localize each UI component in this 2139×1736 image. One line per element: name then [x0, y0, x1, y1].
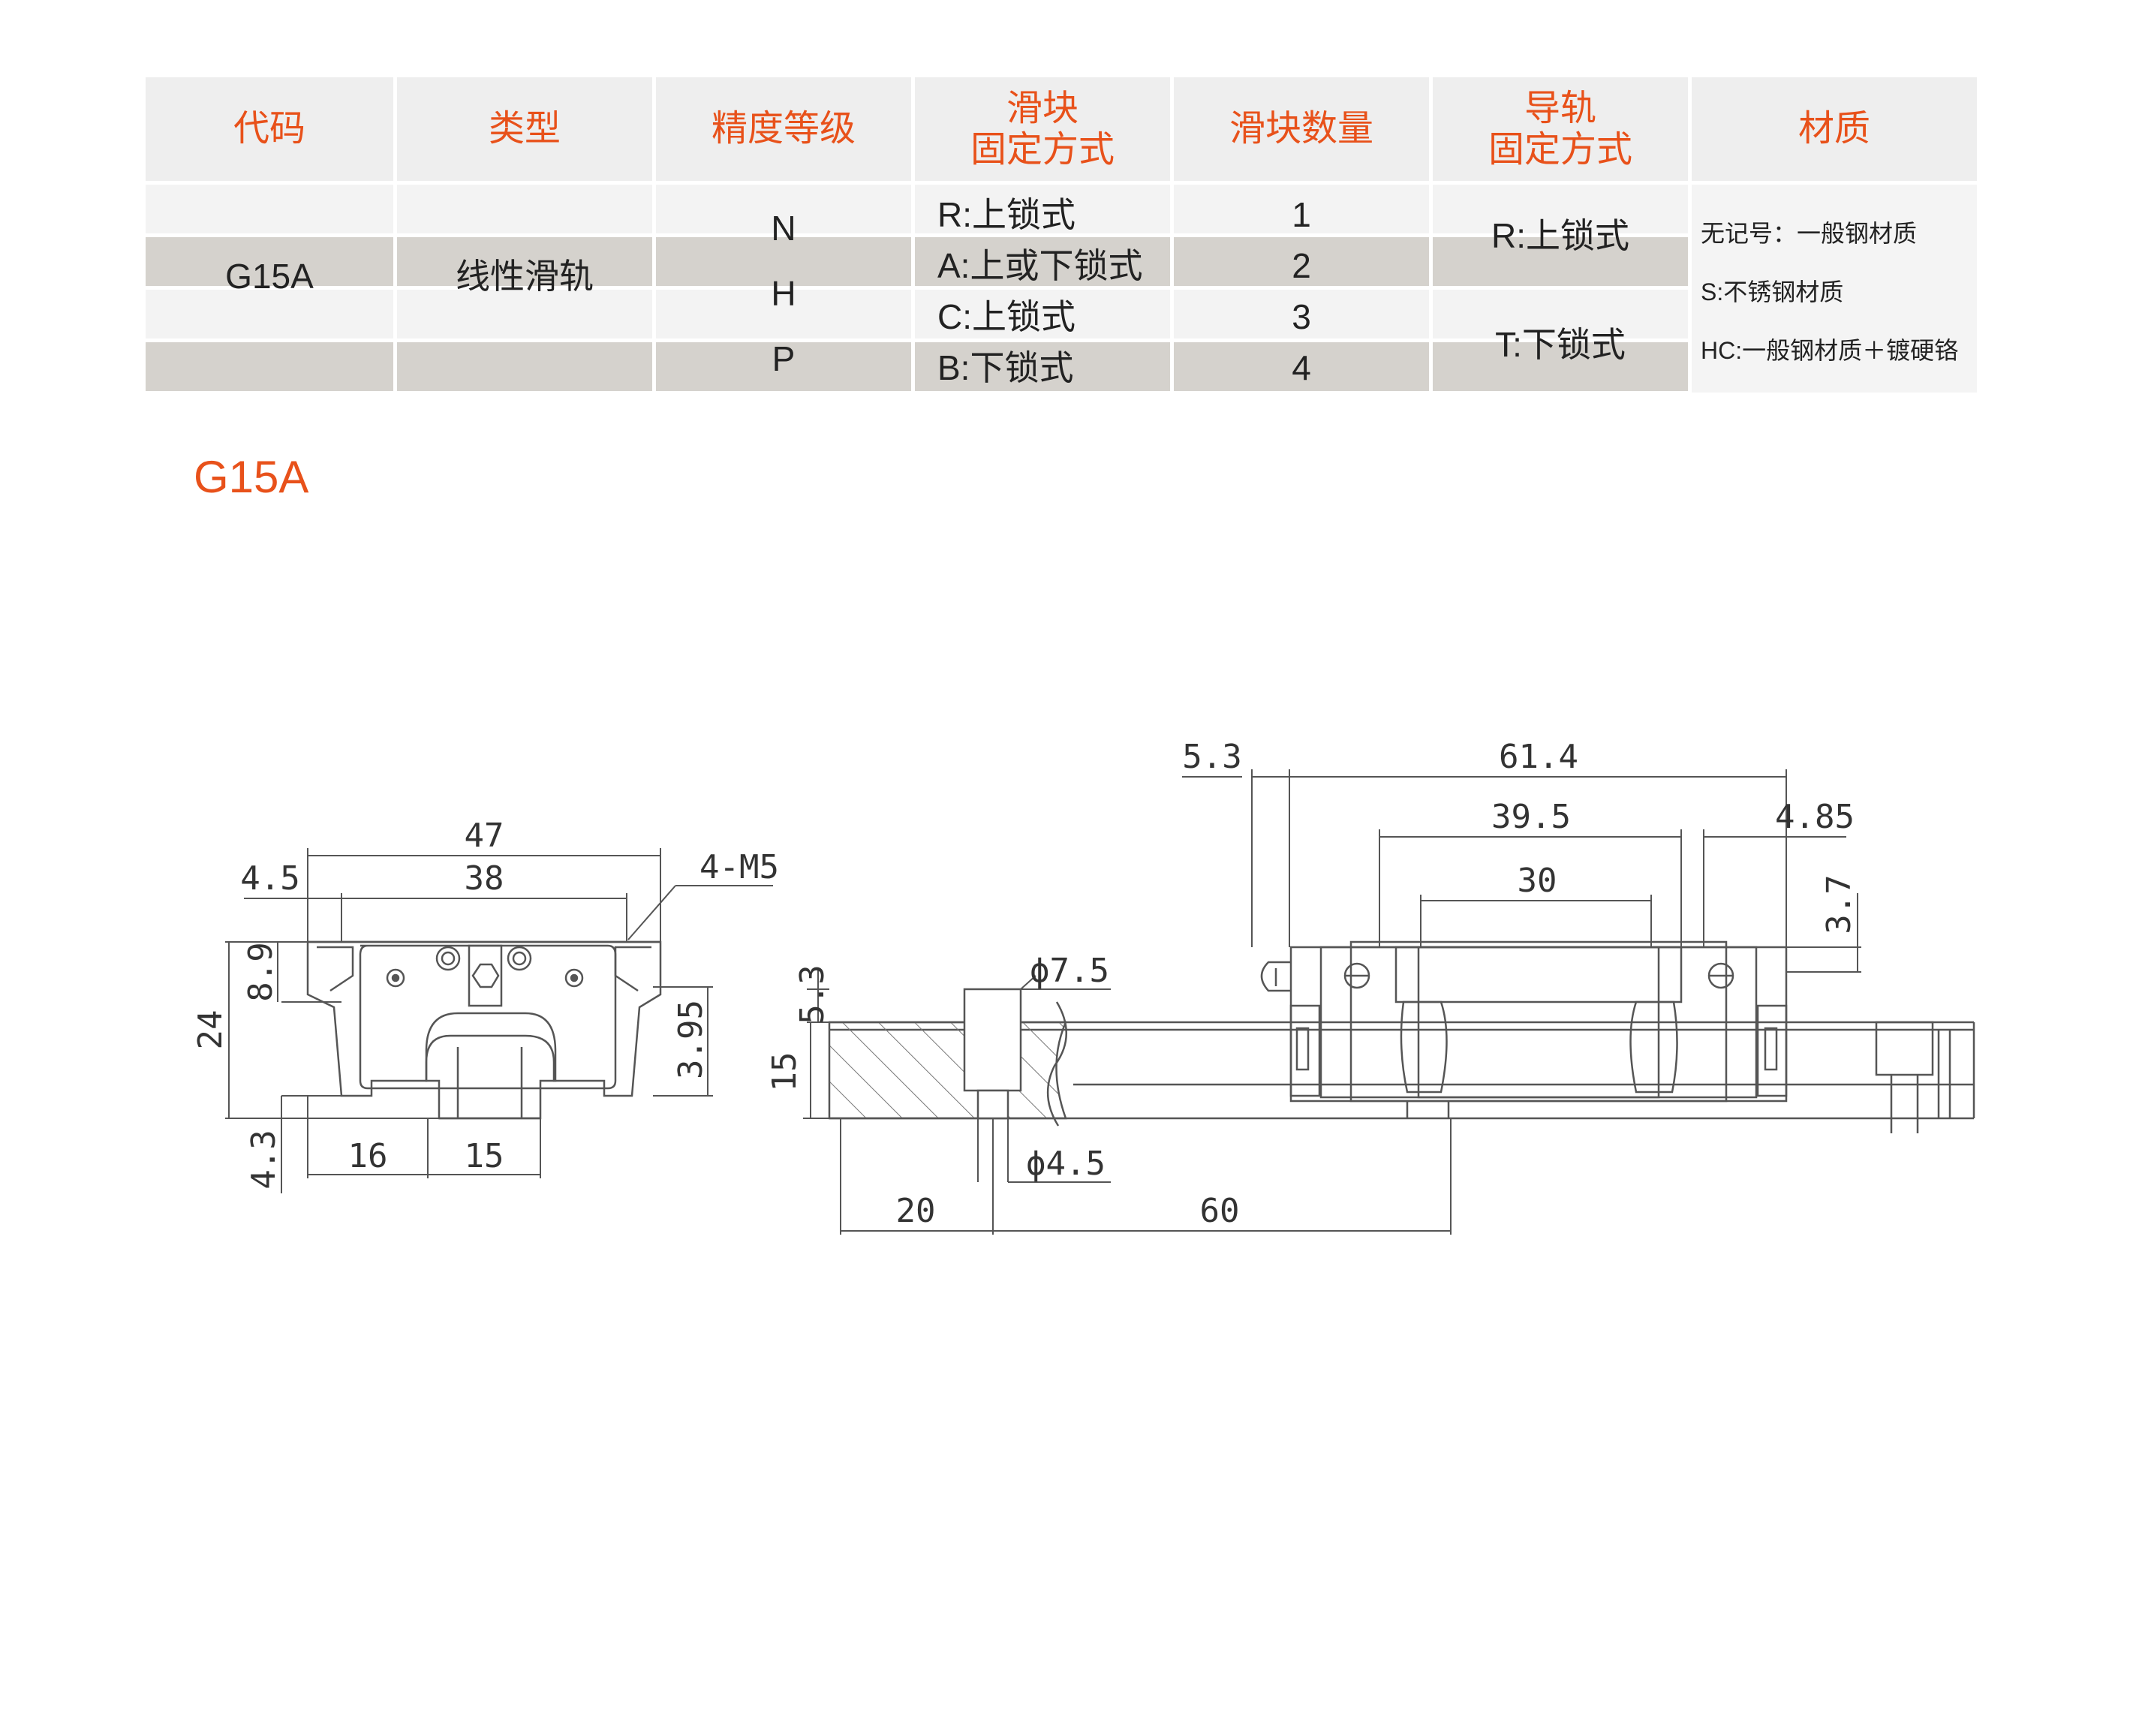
model-title: G15A	[194, 452, 309, 502]
side-view	[828, 940, 1975, 1133]
grease-nipple	[1260, 961, 1291, 992]
block-body	[1289, 946, 1788, 1103]
rail-section	[828, 1021, 1067, 1120]
col-separator	[1429, 77, 1433, 393]
ball-track	[1400, 1000, 1448, 1094]
grease-port	[507, 946, 532, 971]
cell-precision-h: H	[771, 274, 796, 313]
row-band	[146, 342, 1977, 391]
side-view-labels: 5.3 61.4 39.5 4.85 30 3.7 5.3 ϕ7.5 15 ϕ4…	[766, 738, 1858, 1230]
cell-code: G15A	[225, 257, 314, 296]
col-separator	[1170, 77, 1174, 393]
header-rail-fixing: 导轨 固定方式	[1433, 77, 1688, 181]
rail-fixing-divider	[1433, 338, 1688, 342]
cell-precision-n: N	[771, 209, 796, 248]
cell-material-chrome: HC:一般钢材质＋镀硬铬	[1701, 337, 1959, 364]
cell-material-stainless: S:不锈钢材质	[1701, 278, 1844, 305]
end-cap-outline	[359, 944, 617, 1090]
ball-track	[1629, 1000, 1678, 1094]
mounting-hole	[564, 968, 584, 988]
dim-thread: 4-M5	[699, 848, 779, 886]
dim-rail-width: 15	[465, 1137, 504, 1175]
cell-material-standard: 无记号：一般钢材质	[1701, 220, 1918, 247]
dim-end-pitch: 20	[896, 1192, 936, 1230]
end-seal	[1756, 1004, 1788, 1097]
dim-nipple-offset: 5.3	[1182, 738, 1241, 776]
col-separator	[911, 77, 915, 393]
dim-counterbore-top: 5.3	[793, 964, 832, 1024]
dim-edge-offset: 4.5	[240, 859, 299, 898]
cell-rail-fixing-r: R:上锁式	[1491, 216, 1629, 255]
dim-overall-width: 47	[465, 817, 504, 855]
row-divider	[915, 233, 1433, 237]
col-separator	[652, 77, 656, 393]
dim-bottom-gap: 4.3	[245, 1130, 283, 1189]
front-view-labels: 47 38 4.5 4-M5 8.9 24 3.95 4.3 16 15	[191, 817, 779, 1190]
col-separator	[393, 77, 397, 393]
dim-counterbore-dia: ϕ7.5	[1030, 952, 1109, 990]
dim-rail-height: 15	[766, 1052, 804, 1092]
rail-fixing-divider	[1433, 233, 1688, 237]
header-code: 代码	[146, 77, 393, 181]
cell-count-1: 1	[1292, 195, 1311, 234]
counterbore	[963, 988, 1022, 1092]
dim-side-to-rail: 16	[348, 1137, 388, 1175]
dim-top-offset: 3.7	[1820, 874, 1858, 934]
spec-table: 代码 类型 精度等级 滑块 固定方式 滑块数量 导轨 固定方式 材质 G15A …	[146, 77, 1977, 393]
dim-rail-pitch: 60	[1200, 1192, 1240, 1230]
material-cell-bg	[1692, 185, 1977, 393]
row-divider	[915, 338, 1433, 342]
dim-height-top: 8.9	[242, 942, 280, 1001]
cell-count-2: 2	[1292, 246, 1311, 285]
cell-slider-fixing-c: C:上锁式	[937, 297, 1076, 336]
header-slider-count: 滑块数量	[1174, 77, 1429, 181]
front-view	[306, 940, 662, 1120]
cell-rail-fixing-t: T:下锁式	[1495, 325, 1626, 364]
cell-slider-fixing-r: R:上锁式	[937, 195, 1076, 234]
mounting-hole	[386, 968, 405, 988]
dim-total-height: 24	[191, 1010, 230, 1050]
dim-body-length: 61.4	[1499, 738, 1578, 776]
grease-port	[435, 946, 461, 971]
dim-side-height: 3.95	[672, 1000, 710, 1079]
dim-end-offset: 4.85	[1775, 798, 1855, 836]
header-divider	[146, 181, 1977, 185]
cell-slider-fixing-a: A:上或下锁式	[937, 246, 1143, 285]
side-view-dimensions	[803, 769, 1861, 1235]
dim-hole-dia: ϕ4.5	[1026, 1145, 1106, 1183]
cell-slider-fixing-b: B:下锁式	[937, 348, 1074, 387]
header-slider-fixing: 滑块 固定方式	[915, 77, 1170, 181]
rail-profile	[425, 1012, 557, 1120]
cell-count-3: 3	[1292, 297, 1311, 336]
header-type: 类型	[397, 77, 652, 181]
row-band	[146, 185, 1977, 233]
end-seal	[1289, 1004, 1321, 1097]
cell-count-4: 4	[1292, 348, 1311, 387]
row-band	[146, 290, 1977, 338]
dim-hole-pitch: 30	[1518, 862, 1557, 900]
col-separator	[1688, 77, 1692, 393]
dim-end-length: 39.5	[1491, 798, 1571, 836]
rail-bolt	[1875, 1021, 1934, 1076]
header-material: 材质	[1692, 77, 1977, 181]
front-view-dimensions	[225, 848, 773, 1193]
cell-precision-p: P	[772, 339, 796, 378]
cell-type: 线性滑轨	[456, 257, 594, 296]
row-band	[146, 237, 1977, 286]
row-divider	[915, 286, 1688, 290]
hex-nut	[471, 963, 500, 988]
break-line	[1046, 1001, 1067, 1127]
dim-hole-pitch: 38	[465, 859, 504, 898]
header-precision: 精度等级	[656, 77, 911, 181]
